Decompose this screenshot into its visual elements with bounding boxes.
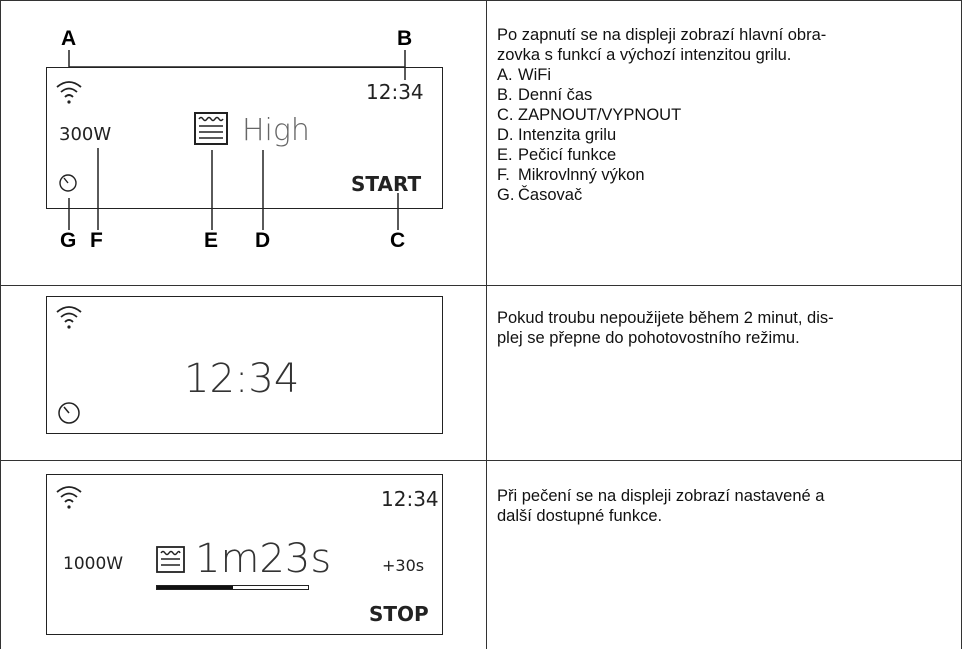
progress-fill xyxy=(157,586,233,589)
row-divider-1 xyxy=(0,285,962,286)
callout-e: E xyxy=(204,229,219,252)
start-button[interactable]: START xyxy=(351,172,422,196)
legend-item: B.Denní čas xyxy=(497,86,593,104)
table-border-top xyxy=(0,0,962,1)
standby-time: 12:34 xyxy=(184,356,300,402)
row-2-description: Pokud troubu nepoužijete během 2 minut, … xyxy=(497,309,834,347)
legend-list: A.WiFi B.Denní čas C.ZAPNOUT/VYPNOUT D.I… xyxy=(497,65,947,205)
callout-c: C xyxy=(390,229,406,252)
standby-display xyxy=(46,296,443,434)
row-1-description: Po zapnutí se na displeji zobrazí hlavní… xyxy=(497,25,947,205)
callout-d: D xyxy=(255,229,271,252)
stop-button[interactable]: STOP xyxy=(369,602,429,626)
callout-g: G xyxy=(60,229,77,252)
legend-item: D.Intenzita grilu xyxy=(497,126,617,144)
display-time: 12:34 xyxy=(366,80,424,104)
legend-item: C.ZAPNOUT/VYPNOUT xyxy=(497,106,682,124)
display-power: 300W xyxy=(59,124,112,145)
table-border-left xyxy=(0,0,1,649)
row-3-description: Při pečení se na displeji zobrazí nastav… xyxy=(497,487,825,525)
legend-item: G.Časovač xyxy=(497,186,583,204)
legend-item: E.Pečicí funkce xyxy=(497,146,617,164)
countdown: 1m23s xyxy=(195,536,332,582)
row-1-intro: Po zapnutí se na displeji zobrazí hlavní… xyxy=(497,26,827,64)
legend-item: A.WiFi xyxy=(497,66,551,84)
cooking-power: 1000W xyxy=(63,554,124,574)
callout-b: B xyxy=(397,27,413,50)
cooking-time-of-day: 12:34 xyxy=(381,487,439,511)
cooking-display xyxy=(46,474,443,635)
add-30s-button[interactable]: +30s xyxy=(382,556,425,575)
legend-item: F.Mikrovlnný výkon xyxy=(497,166,645,184)
callout-a: A xyxy=(61,27,77,50)
column-divider xyxy=(486,0,487,649)
display-intensity: High xyxy=(242,113,310,148)
callout-f: F xyxy=(90,229,103,252)
progress-bar xyxy=(156,585,309,590)
row-divider-2 xyxy=(0,460,962,461)
main-screen-display xyxy=(46,67,443,209)
